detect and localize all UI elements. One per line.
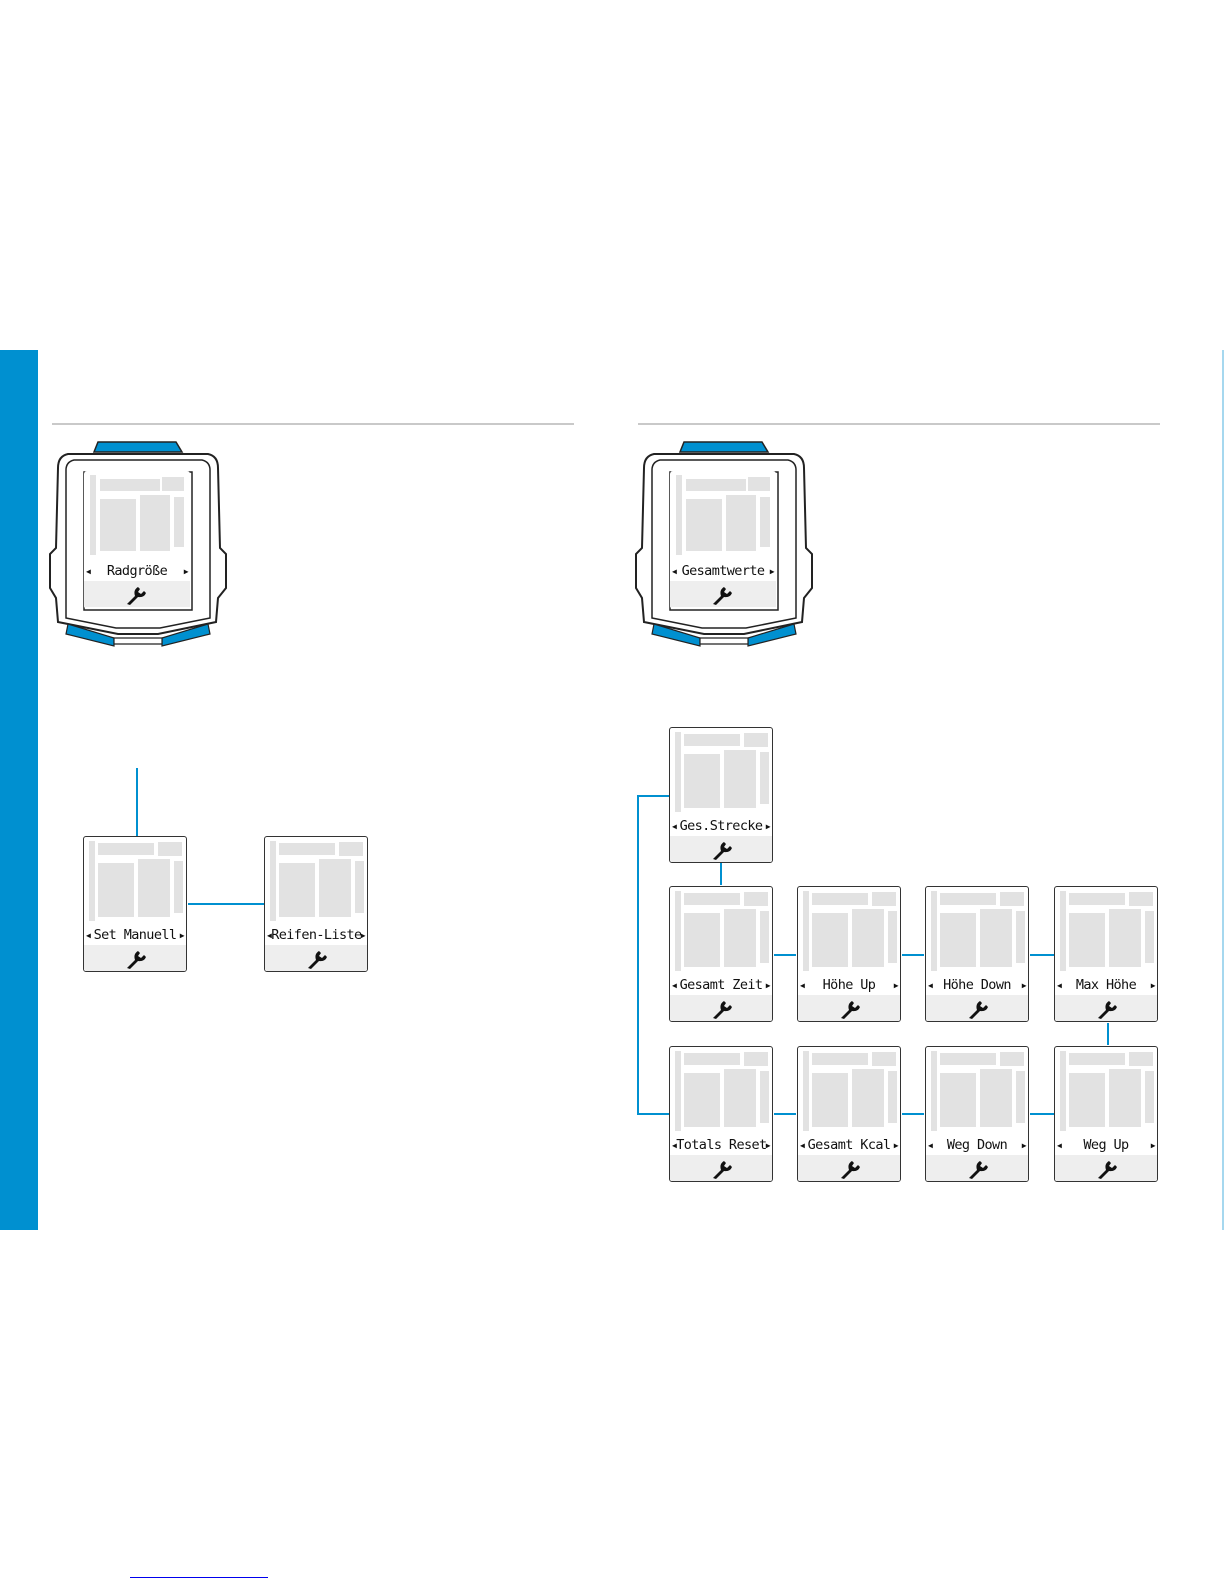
menu-label: Gesamt Zeit [676,977,766,993]
menu-label: Reifen-Liste [271,927,361,943]
wrench-icon [124,584,148,606]
right-arrow-icon: ▶ [1022,981,1026,990]
wrench-icon [966,1158,990,1180]
right-arrow-icon: ▶ [361,931,365,940]
right-arrow-icon: ▶ [184,567,188,576]
connector [637,1113,669,1115]
menu-screen: ◀ Weg Down ▶ [925,1046,1029,1182]
wrench-icon [966,998,990,1020]
menu-label: Ges.Strecke [676,818,766,834]
menu-screen: ◀ Set Manuell ▶ [83,836,187,972]
right-arrow-icon: ▶ [894,981,898,990]
connector [637,795,669,797]
connector [1030,954,1054,956]
menu-label: Weg Down [932,1137,1022,1153]
wrench-icon [710,839,734,861]
side-accent-bar [0,350,38,1230]
left-divider [52,423,574,425]
device-screen-left: ◀ Radgröße ▶ [84,471,190,609]
menu-screen: ◀ Gesamt Kcal ▶ [797,1046,901,1182]
menu-screen: ◀ Totals Reset ▶ [669,1046,773,1182]
right-arrow-icon: ▶ [180,931,184,940]
menu-screen: ◀ Gesamt Zeit ▶ [669,886,773,1022]
connector [902,954,924,956]
footer-link-line [130,1577,268,1578]
menu-label: Gesamt Kcal [804,1137,894,1153]
right-edge-line [1222,350,1224,1230]
right-arrow-icon: ▶ [766,1141,770,1150]
menu-screen: ◀ Weg Up ▶ [1054,1046,1158,1182]
menu-label: Höhe Down [932,977,1022,993]
device-label-right: Gesamtwerte [676,563,770,579]
right-arrow-icon: ▶ [770,567,774,576]
right-divider [638,423,1160,425]
wrench-icon [838,998,862,1020]
connector [188,903,264,905]
device-screen-right: ◀ Gesamtwerte ▶ [670,471,776,609]
menu-screen: ◀ Höhe Down ▶ [925,886,1029,1022]
connector [720,863,722,885]
right-arrow-icon: ▶ [1022,1141,1026,1150]
connector [637,795,639,1115]
wrench-icon [710,584,734,606]
menu-screen: ◀ Reifen-Liste ▶ [264,836,368,972]
menu-screen: ◀ Max Höhe ▶ [1054,886,1158,1022]
menu-label: Set Manuell [90,927,180,943]
connector [774,954,796,956]
connector [136,768,138,836]
connector [1107,1023,1109,1045]
right-arrow-icon: ▶ [1151,1141,1155,1150]
menu-label: Max Höhe [1061,977,1151,993]
menu-screen: ◀ Ges.Strecke ▶ [669,727,773,863]
wrench-icon [1095,998,1119,1020]
wrench-icon [1095,1158,1119,1180]
menu-screen: ◀ Höhe Up ▶ [797,886,901,1022]
right-arrow-icon: ▶ [766,981,770,990]
wrench-icon [305,948,329,970]
right-arrow-icon: ▶ [766,822,770,831]
device-label-left: Radgröße [90,563,184,579]
menu-label: Höhe Up [804,977,894,993]
menu-label: Totals Reset [676,1137,766,1153]
wrench-icon [838,1158,862,1180]
right-arrow-icon: ▶ [894,1141,898,1150]
connector [774,1113,796,1115]
wrench-icon [710,998,734,1020]
right-arrow-icon: ▶ [1151,981,1155,990]
connector [1030,1113,1054,1115]
menu-label: Weg Up [1061,1137,1151,1153]
wrench-icon [124,948,148,970]
wrench-icon [710,1158,734,1180]
connector [902,1113,924,1115]
